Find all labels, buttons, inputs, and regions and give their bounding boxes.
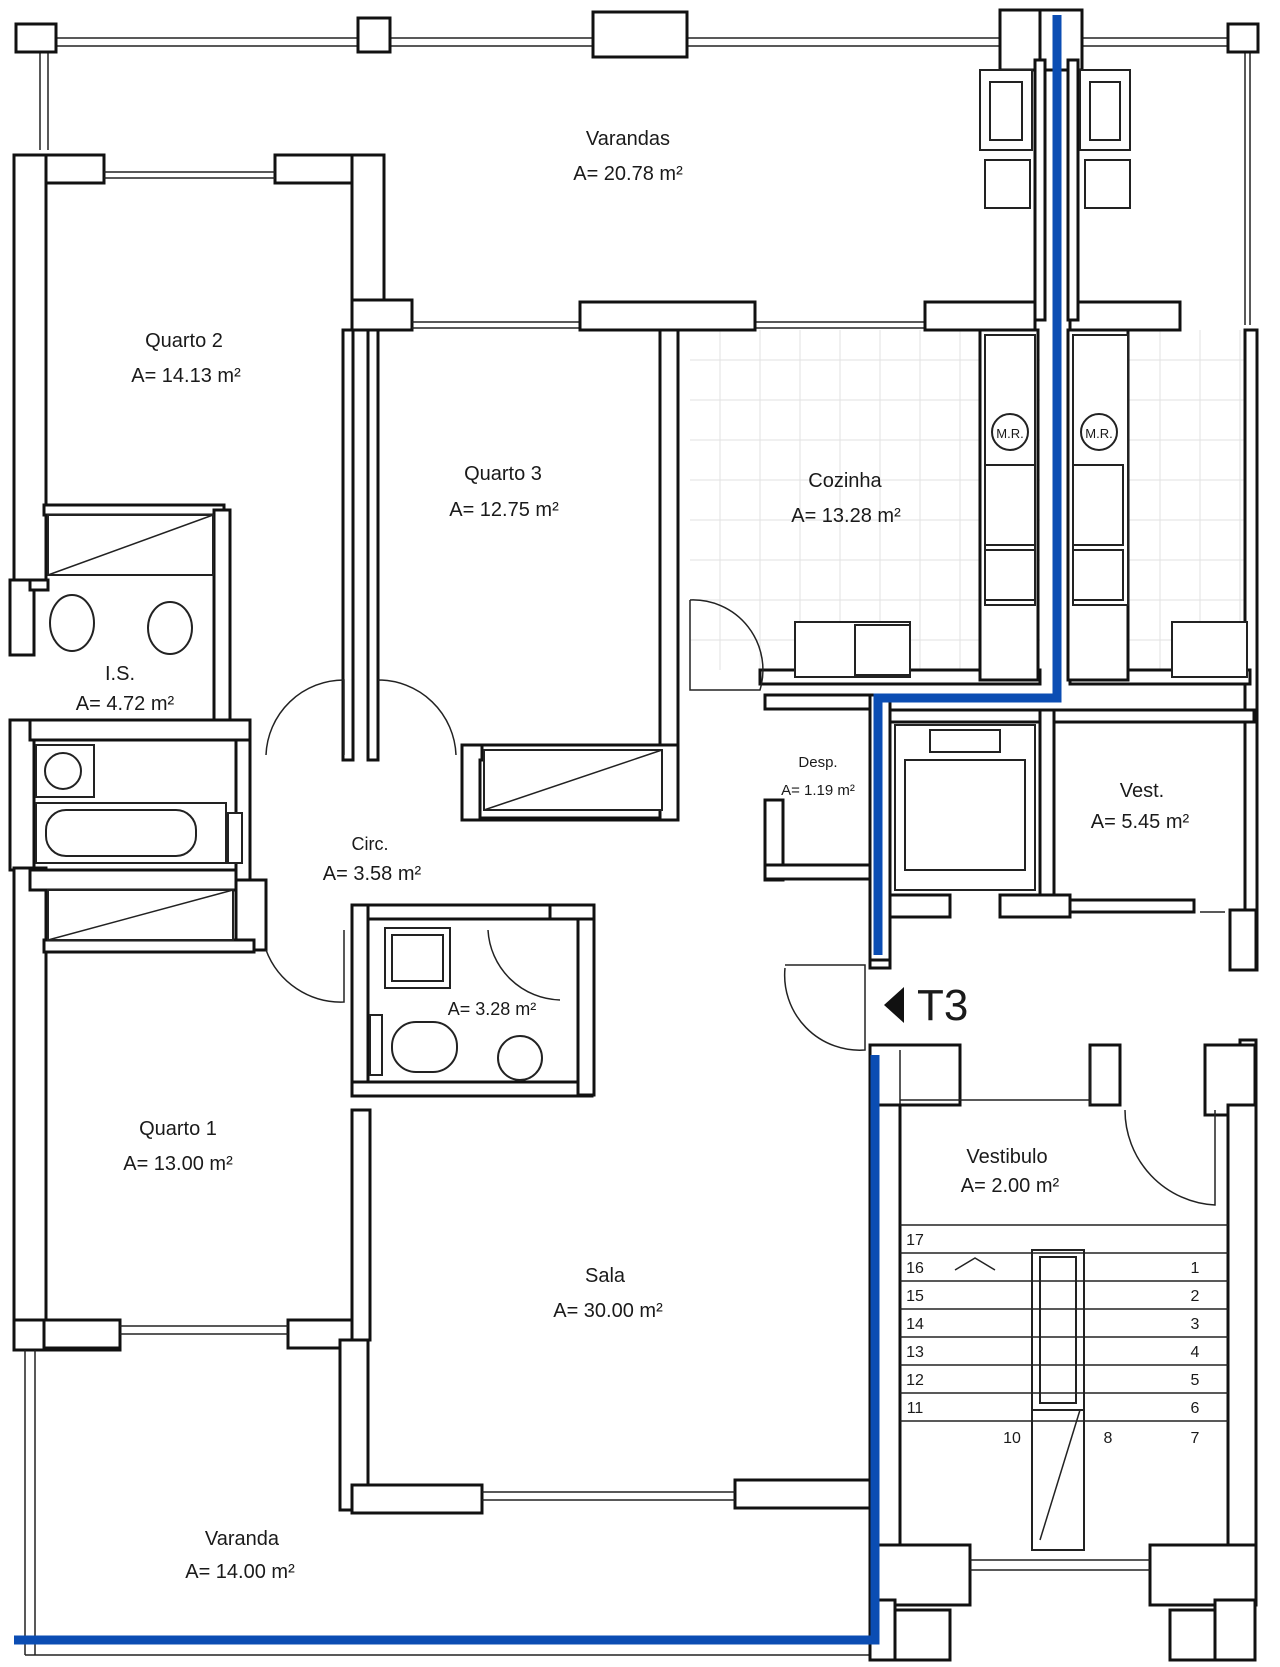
room-area-cozinha: A= 13.28 m² xyxy=(791,505,901,527)
room-name-is: I.S. xyxy=(105,663,135,685)
stair-step-12: 12 xyxy=(906,1372,924,1389)
room-area-quarto1: A= 13.00 m² xyxy=(123,1153,233,1175)
room-name-circ: Circ. xyxy=(352,834,389,854)
mr-label-right: M.R. xyxy=(1085,426,1112,441)
room-area-quarto3: A= 12.75 m² xyxy=(449,499,559,521)
mr-label-left: M.R. xyxy=(996,426,1023,441)
room-area-sala: A= 30.00 m² xyxy=(553,1300,663,1322)
stair-step-10: 10 xyxy=(1003,1430,1021,1447)
room-area-varandas: A= 20.78 m² xyxy=(573,163,683,185)
fixtures xyxy=(35,69,1248,1551)
room-name-quarto3: Quarto 3 xyxy=(464,463,542,485)
stair-step-14: 14 xyxy=(906,1316,924,1333)
room-area-wc2: A= 3.28 m² xyxy=(448,999,537,1019)
stair-step-13: 13 xyxy=(906,1344,924,1361)
stair-step-11: 11 xyxy=(907,1400,924,1417)
plan-title: T3 xyxy=(917,981,968,1030)
room-labels: Varandas A= 20.78 m² Quarto 2 A= 14.13 m… xyxy=(76,128,1190,1583)
stair-numbers: 17 16 15 14 13 12 11 10 1 2 3 4 5 6 7 8 xyxy=(906,1232,1199,1447)
room-area-vest: A= 5.45 m² xyxy=(1091,811,1190,833)
room-name-sala: Sala xyxy=(585,1265,626,1287)
room-name-varandas: Varandas xyxy=(586,128,670,150)
room-area-circ: A= 3.58 m² xyxy=(323,863,422,885)
room-name-varanda: Varanda xyxy=(205,1528,280,1550)
room-area-quarto2: A= 14.13 m² xyxy=(131,365,241,387)
stair-step-1: 1 xyxy=(1191,1260,1200,1277)
room-area-varanda: A= 14.00 m² xyxy=(185,1561,295,1583)
room-area-vestibulo: A= 2.00 m² xyxy=(961,1175,1060,1197)
stair-step-7: 7 xyxy=(1191,1430,1200,1447)
kitchen-tile-grid xyxy=(690,330,1250,670)
room-area-desp: A= 1.19 m² xyxy=(781,782,855,799)
stair-step-3: 3 xyxy=(1191,1316,1200,1333)
top-terrace-frame xyxy=(14,10,1260,325)
room-name-cozinha: Cozinha xyxy=(808,470,882,492)
stair-step-5: 5 xyxy=(1191,1372,1200,1389)
stair-step-4: 4 xyxy=(1191,1344,1200,1361)
boundary-line xyxy=(14,15,1062,1645)
entry-arrow-icon xyxy=(884,987,904,1023)
stair-step-17: 17 xyxy=(906,1232,924,1249)
room-name-vest: Vest. xyxy=(1120,780,1164,802)
room-name-vestibulo: Vestibulo xyxy=(966,1146,1047,1168)
room-name-quarto2: Quarto 2 xyxy=(145,330,223,352)
room-area-is: A= 4.72 m² xyxy=(76,693,175,715)
door-swings xyxy=(265,599,1225,1206)
room-name-quarto1: Quarto 1 xyxy=(139,1118,217,1140)
room-name-desp: Desp. xyxy=(798,754,837,771)
stair-step-2: 2 xyxy=(1191,1288,1200,1305)
stair-step-16: 16 xyxy=(906,1260,924,1277)
stair-step-15: 15 xyxy=(906,1288,924,1305)
stair-step-8: 8 xyxy=(1104,1430,1113,1447)
walls xyxy=(8,8,1259,1662)
stair-step-6: 6 xyxy=(1191,1400,1200,1417)
